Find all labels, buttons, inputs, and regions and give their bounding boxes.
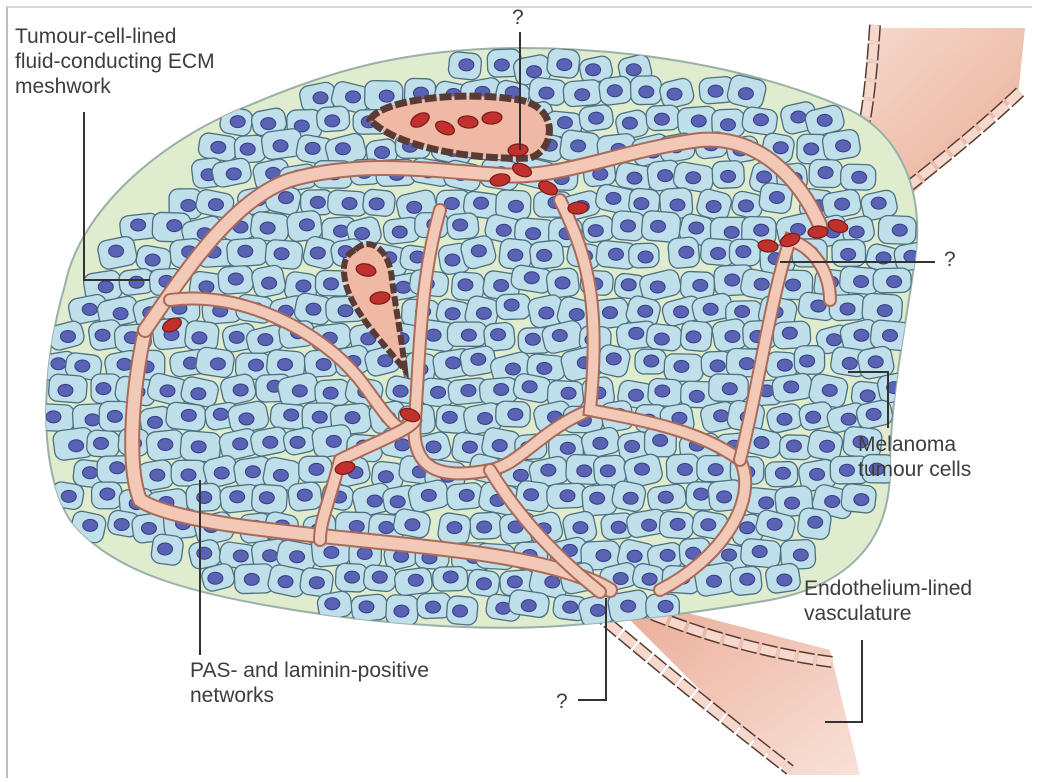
tumour-cell xyxy=(327,190,368,217)
tumour-cell xyxy=(797,507,833,541)
tumour-cell xyxy=(598,75,633,106)
tumour-cell xyxy=(150,533,184,566)
tumour-cell xyxy=(680,320,713,352)
tumour-cell xyxy=(740,538,782,568)
tumour-cell xyxy=(448,51,483,80)
tumour-cell xyxy=(578,104,614,132)
tumour-cell xyxy=(350,594,388,623)
tumour-cell xyxy=(659,511,695,540)
tumour-cell xyxy=(495,401,530,427)
tumour-cell xyxy=(470,512,503,540)
tumour-cell xyxy=(165,401,207,432)
tumour-cell xyxy=(250,264,287,299)
tumour-cell xyxy=(385,594,418,625)
tumour-cell xyxy=(646,105,680,131)
tumour-cell xyxy=(821,128,861,161)
tumour-cell xyxy=(645,323,682,352)
tumour-cell xyxy=(287,481,322,511)
label-melanoma-tumour-cells: Melanoma tumour cells xyxy=(858,432,971,482)
tumour-cell xyxy=(765,562,802,594)
tumour-cell xyxy=(635,349,666,374)
tumour-cell xyxy=(226,237,268,267)
tumour-cell xyxy=(508,589,551,619)
tumour-cell xyxy=(729,239,760,265)
tumour-cell xyxy=(546,267,580,298)
tumour-cell xyxy=(446,482,484,510)
tumour-cell xyxy=(299,456,332,482)
label-endothelium-vasculature: Endothelium-lined vasculature xyxy=(804,576,972,626)
tumour-cell xyxy=(646,483,687,512)
tumour-cell xyxy=(234,564,274,594)
tumour-cell xyxy=(363,564,397,592)
tumour-cell xyxy=(86,430,120,458)
tumour-cell xyxy=(563,79,603,107)
tumour-cell xyxy=(546,48,580,79)
tumour-cell xyxy=(664,354,703,382)
tumour-cell xyxy=(647,378,683,407)
tumour-cell xyxy=(840,483,876,514)
tumour-cell xyxy=(611,210,645,241)
tumour-cell xyxy=(794,346,824,375)
tumour-cell xyxy=(446,212,479,240)
tumour-cell xyxy=(873,268,911,293)
tumour-cell xyxy=(809,159,843,187)
question-mark-top: ? xyxy=(512,6,524,30)
tumour-cell xyxy=(195,346,236,378)
tumour-cell xyxy=(630,76,661,105)
label-ecm-meshwork: Tumour-cell-lined fluid-conducting ECM m… xyxy=(15,24,215,99)
tumour-cell xyxy=(432,566,467,591)
tumour-cell xyxy=(666,454,700,484)
tumour-cell xyxy=(362,189,396,218)
tumour-cell xyxy=(316,106,350,133)
tumour-cell xyxy=(184,320,220,352)
tumour-cell xyxy=(186,483,222,512)
tumour-cell xyxy=(581,214,615,243)
tumour-cell xyxy=(218,265,254,294)
question-mark-right: ? xyxy=(944,248,956,272)
tumour-cell xyxy=(171,460,207,486)
tumour-cell xyxy=(741,106,779,136)
tumour-cell xyxy=(92,482,122,509)
tumour-cell xyxy=(251,484,288,515)
tumour-cell xyxy=(446,595,479,625)
tumour-cell xyxy=(840,164,876,190)
tumour-cell xyxy=(146,429,186,462)
tumour-cell xyxy=(729,566,762,596)
tumour-cell xyxy=(878,215,917,244)
tumour-cell xyxy=(467,568,501,597)
tumour-cell xyxy=(36,403,75,431)
question-mark-bottom: ? xyxy=(556,690,568,714)
tumour-cell xyxy=(335,563,368,592)
tumour-cell xyxy=(765,461,798,487)
tumour-cell xyxy=(709,374,749,402)
tumour-cell xyxy=(529,240,565,270)
tumour-cell xyxy=(712,160,745,188)
tumour-cell xyxy=(265,239,304,270)
tumour-cell xyxy=(48,374,88,404)
tumour-cell xyxy=(771,372,814,403)
tumour-cell xyxy=(546,483,586,509)
tumour-cell xyxy=(197,132,238,163)
tumour-cell xyxy=(447,322,486,347)
tumour-cell xyxy=(667,236,700,268)
tumour-mass xyxy=(36,48,928,629)
tumour-cell xyxy=(394,567,434,597)
tumour-cell xyxy=(773,321,812,350)
tumour-cell xyxy=(628,243,659,268)
tumour-cell xyxy=(496,294,531,320)
label-pas-laminin-networks: PAS- and laminin-positive networks xyxy=(190,658,429,708)
